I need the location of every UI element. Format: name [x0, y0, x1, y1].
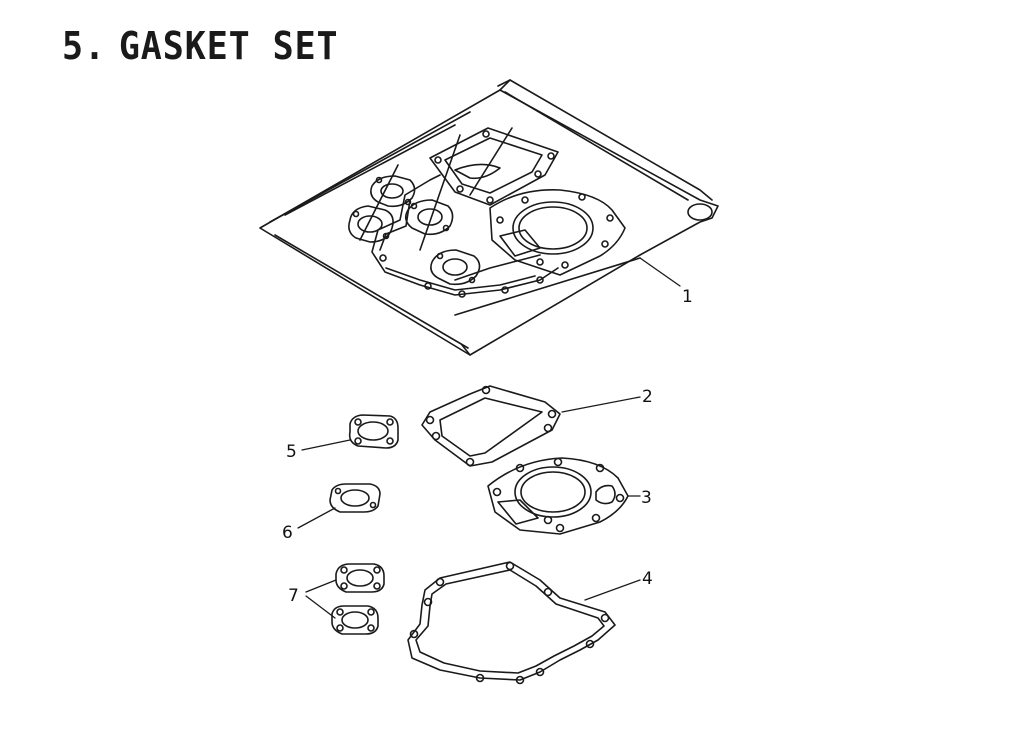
callout-7: 7	[288, 586, 299, 606]
exhaust-gasket	[305, 563, 385, 635]
crankcase-gasket	[407, 561, 641, 685]
section-number: 5.	[62, 24, 106, 68]
callout-2: 2	[642, 387, 653, 407]
callout-5: 5	[286, 442, 297, 462]
carburetor-gasket	[301, 414, 399, 451]
cylinder-head-gasket	[487, 457, 641, 535]
callout-6: 6	[282, 523, 293, 543]
callout-3: 3	[641, 488, 652, 508]
callout-4: 4	[642, 569, 653, 589]
callout-1: 1	[682, 287, 693, 307]
insulator-gasket	[297, 483, 381, 529]
gasket-set-package	[259, 79, 719, 356]
valve-cover-gasket	[421, 385, 641, 467]
section-title: GASKET SET	[118, 24, 339, 68]
page-title: 5. GASKET SET	[62, 24, 339, 68]
